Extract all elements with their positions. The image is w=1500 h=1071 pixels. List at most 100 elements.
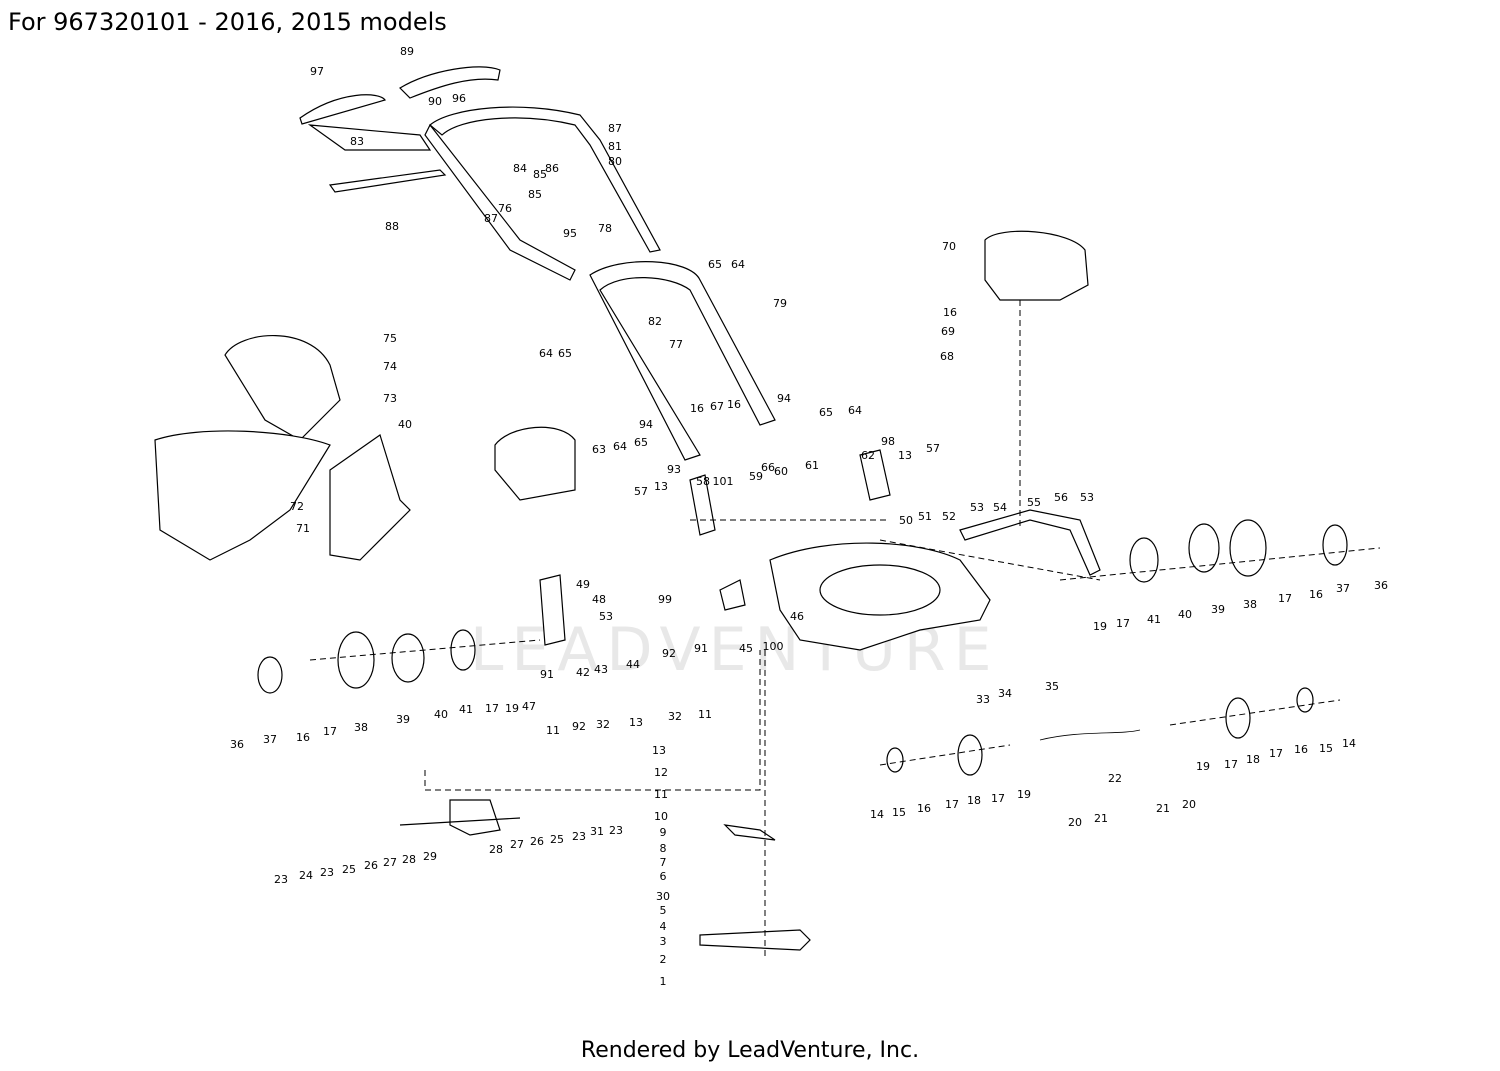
part-callout-82: 82 [648, 315, 662, 328]
part-callout-23: 23 [274, 873, 288, 886]
rear-bar-56 [959, 509, 1101, 576]
part-callout-40: 40 [398, 418, 412, 431]
part-callout-45: 45 [739, 642, 753, 655]
part-callout-11: 11 [654, 788, 668, 801]
height-lever-48 [539, 574, 566, 646]
part-callout-5: 5 [660, 904, 667, 917]
part-callout-65: 65 [819, 406, 833, 419]
part-callout-23: 23 [572, 830, 586, 843]
part-callout-38: 38 [354, 721, 368, 734]
part-callout-13: 13 [654, 480, 668, 493]
part-callout-85: 85 [533, 168, 547, 181]
part-callout-98: 98 [881, 435, 895, 448]
part-callout-26: 26 [530, 835, 544, 848]
part-callout-65: 65 [634, 436, 648, 449]
part-callout-71: 71 [296, 522, 310, 535]
part-callout-16: 16 [943, 306, 957, 319]
tire-39-right [1188, 523, 1220, 573]
part-callout-2: 2 [660, 953, 667, 966]
part-callout-93: 93 [667, 463, 681, 476]
engine-cover-63 [494, 426, 576, 501]
part-callout-64: 64 [848, 404, 862, 417]
part-callout-28: 28 [489, 843, 503, 856]
part-callout-20: 20 [1068, 816, 1082, 829]
part-callout-37: 37 [1336, 582, 1350, 595]
part-callout-25: 25 [342, 863, 356, 876]
part-callout-16: 16 [296, 731, 310, 744]
part-callout-64: 64 [613, 440, 627, 453]
part-callout-24: 24 [299, 869, 313, 882]
part-callout-15: 15 [892, 806, 906, 819]
part-callout-29: 29 [423, 850, 437, 863]
part-callout-23: 23 [320, 866, 334, 879]
handle-tube-89 [399, 66, 501, 99]
part-callout-89: 89 [400, 45, 414, 58]
part-callout-91: 91 [694, 642, 708, 655]
belt-10 [723, 824, 776, 841]
part-callout-23: 23 [609, 824, 623, 837]
part-callout-69: 69 [941, 325, 955, 338]
part-callout-19: 19 [1196, 760, 1210, 773]
part-callout-95: 95 [563, 227, 577, 240]
part-callout-21: 21 [1156, 802, 1170, 815]
front-wheel-18-right [1225, 697, 1251, 739]
grass-bag-71 [154, 430, 331, 561]
part-callout-36: 36 [230, 738, 244, 751]
blade-3 [699, 929, 811, 951]
part-callout-43: 43 [594, 663, 608, 676]
front-axle-22 [1039, 729, 1141, 741]
part-callout-39: 39 [396, 713, 410, 726]
part-callout-27: 27 [383, 856, 397, 869]
part-callout-87: 87 [608, 122, 622, 135]
part-callout-17: 17 [1269, 747, 1283, 760]
part-callout-27: 27 [510, 838, 524, 851]
part-callout-90: 90 [428, 95, 442, 108]
hubcap-37-left [257, 656, 283, 694]
part-callout-7: 7 [660, 856, 667, 869]
part-callout-50: 50 [899, 514, 913, 527]
part-callout-34: 34 [998, 687, 1012, 700]
part-callout-76: 76 [498, 202, 512, 215]
part-callout-37: 37 [263, 733, 277, 746]
part-callout-64: 64 [539, 347, 553, 360]
part-callout-31: 31 [590, 825, 604, 838]
part-callout-44: 44 [626, 658, 640, 671]
part-callout-22: 22 [1108, 772, 1122, 785]
transmission [449, 799, 501, 836]
bag-frame-72 [329, 434, 411, 561]
part-callout-51: 51 [918, 510, 932, 523]
part-callout-49: 49 [576, 578, 590, 591]
footer-credit: Rendered by LeadVenture, Inc. [580, 1038, 920, 1063]
upper-handle-90 [429, 106, 661, 253]
tire-39-left [391, 633, 425, 683]
part-callout-42: 42 [576, 666, 590, 679]
part-callout-17: 17 [1278, 592, 1292, 605]
part-callout-18: 18 [1246, 753, 1260, 766]
part-callout-32: 32 [668, 710, 682, 723]
front-right-dash [1169, 699, 1341, 726]
bail-88 [328, 169, 447, 193]
part-callout-39: 39 [1211, 603, 1225, 616]
front-left-dash [879, 744, 1011, 766]
part-callout-28: 28 [402, 853, 416, 866]
part-callout-35: 35 [1045, 680, 1059, 693]
part-callout-16: 16 [727, 398, 741, 411]
front-hubcap-15-right [1296, 687, 1314, 713]
part-callout-19: 19 [505, 702, 519, 715]
part-callout-96: 96 [452, 92, 466, 105]
part-callout-21: 21 [1094, 812, 1108, 825]
part-callout-11: 11 [546, 724, 560, 737]
part-callout-38: 38 [1243, 598, 1257, 611]
part-callout-53: 53 [599, 610, 613, 623]
part-callout-80: 80 [608, 155, 622, 168]
part-callout-97: 97 [310, 65, 324, 78]
part-callout-1: 1 [660, 975, 667, 988]
part-callout-48: 48 [592, 593, 606, 606]
right-wheel-dash [1059, 547, 1381, 581]
part-callout-40: 40 [1178, 608, 1192, 621]
part-callout-19: 19 [1093, 620, 1107, 633]
part-callout-57: 57 [634, 485, 648, 498]
engine-70 [984, 230, 1089, 301]
height-bracket-45 [719, 579, 746, 611]
part-callout-12: 12 [654, 766, 668, 779]
